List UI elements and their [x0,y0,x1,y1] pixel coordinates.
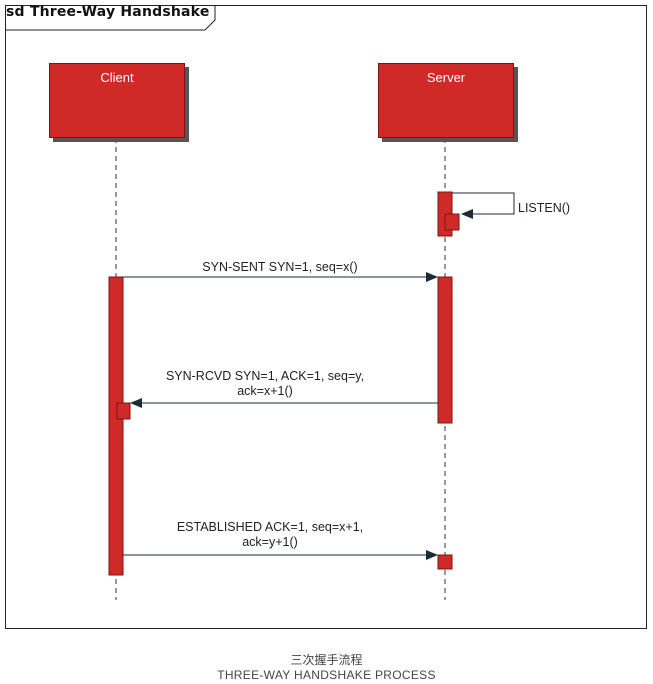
client-label: Client [100,70,134,85]
server-label: Server [426,70,466,85]
server-syn-activation [437,276,453,424]
syn-rcvd-message-label-line2: ack=x+1() [237,384,293,398]
client-nested-activation [116,402,131,420]
server-lifeline-header: Server [378,63,514,138]
frame-tab-outline [5,5,216,31]
server-listen-nested-activation [444,213,460,231]
established-message-label-line1: ESTABLISHED ACK=1, seq=x+1, [176,520,364,534]
caption-english: THREE-WAY HANDSHAKE PROCESS [217,668,436,682]
syn-sent-message-label: SYN-SENT SYN=1, seq=x() [202,260,358,274]
frame-title: sd Three-Way Handshake [6,4,210,20]
caption-chinese: 三次握手流程 [290,653,363,667]
client-lifeline-header: Client [49,63,185,138]
established-message-label-line2: ack=y+1() [242,535,298,549]
syn-rcvd-message-label-line1: SYN-RCVD SYN=1, ACK=1, seq=y, [165,369,365,383]
listen-self-message [452,192,515,219]
listen-message-label: LISTEN() [518,201,571,215]
client-activation [108,276,124,576]
server-ack-activation [437,554,453,570]
